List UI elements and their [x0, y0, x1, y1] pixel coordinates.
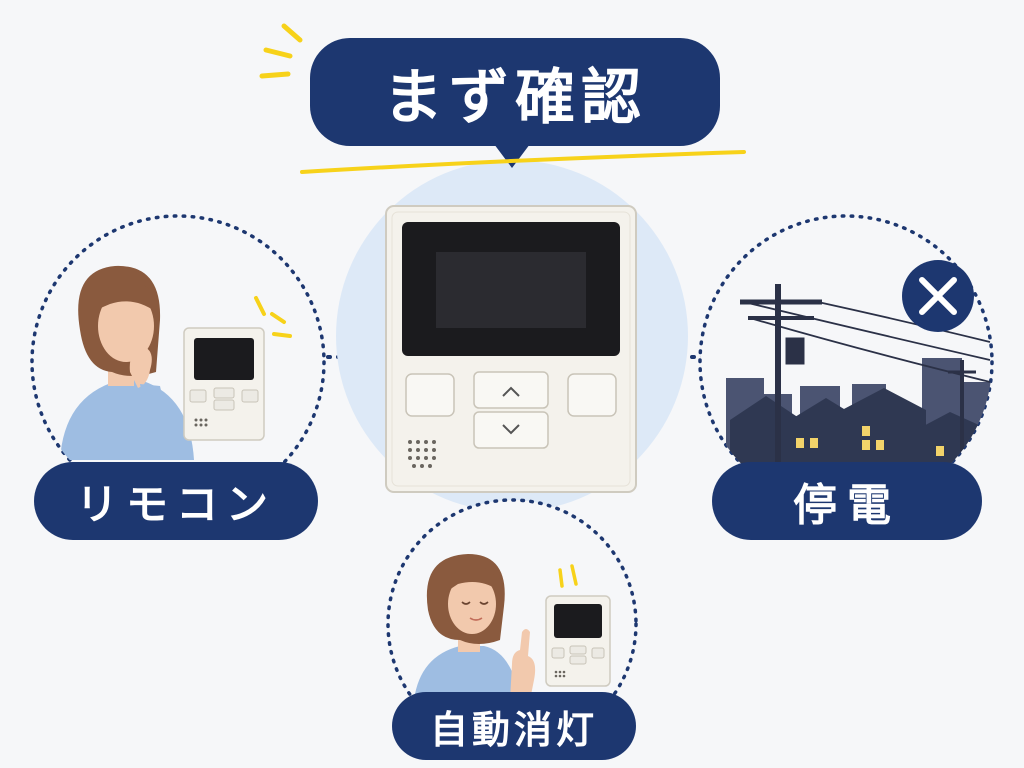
- title-pointer: [494, 144, 530, 168]
- utility-pole-icon: [740, 284, 991, 470]
- page-title: まず確認: [383, 62, 647, 133]
- title-banner: まず確認: [310, 38, 720, 146]
- left-panel-button: [405, 373, 455, 417]
- up-button: [473, 371, 549, 409]
- speaker-grille-icon: [408, 440, 436, 468]
- up-arrow-icon: [502, 386, 520, 397]
- bottom-woman-pointing-illustration: [414, 554, 536, 700]
- auto-off-label-pill: 自動消灯: [392, 692, 636, 760]
- center-remote-panel: [385, 205, 637, 493]
- down-button: [473, 411, 549, 449]
- power-outage-label-pill: 停電: [712, 462, 982, 540]
- power-outage-label: 停電: [793, 480, 901, 531]
- title-underline: [300, 150, 746, 174]
- x-icon: [902, 260, 974, 332]
- bottom-small-remote: [545, 595, 611, 687]
- bottom-sparkle-icon: [558, 564, 578, 588]
- auto-off-label: 自動消灯: [429, 707, 598, 752]
- remote-label: リモコン: [75, 479, 276, 529]
- title-sparkle-icon: [259, 23, 303, 79]
- left-sparkle-icon: [254, 296, 292, 338]
- left-small-remote: [183, 327, 265, 441]
- remote-label-pill: リモコン: [34, 462, 318, 540]
- right-panel-button: [567, 373, 617, 417]
- left-woman-thinking-illustration: [60, 265, 194, 460]
- down-arrow-icon: [502, 424, 520, 435]
